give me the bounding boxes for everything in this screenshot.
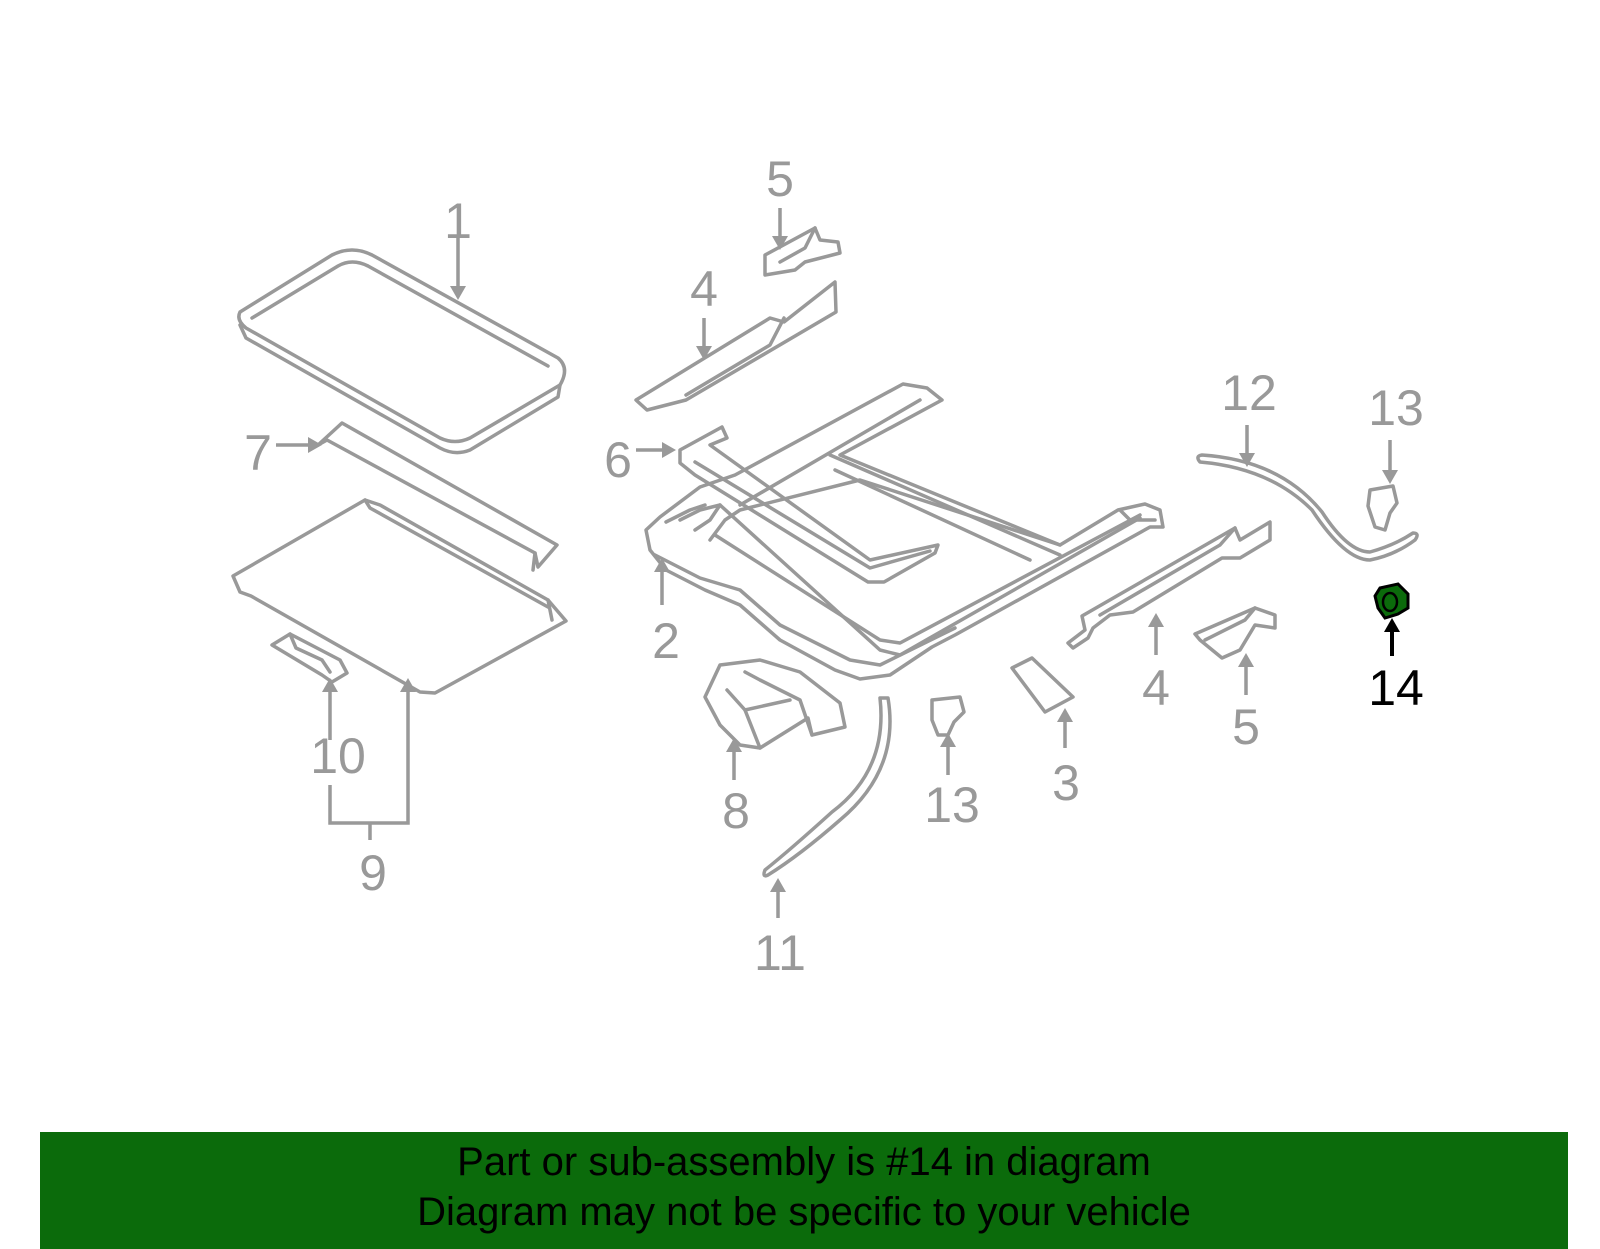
part-bracket-upper[interactable] xyxy=(763,226,842,277)
svg-text:13: 13 xyxy=(924,777,980,833)
part-clip-right[interactable] xyxy=(1366,484,1399,532)
callout-2: 2 xyxy=(652,558,680,669)
callout-8: 8 xyxy=(722,738,750,839)
svg-text:1: 1 xyxy=(444,193,472,249)
info-banner: Part or sub-assembly is #14 in diagram D… xyxy=(40,1132,1568,1249)
svg-text:9: 9 xyxy=(359,845,387,901)
callout-5-upper: 5 xyxy=(766,151,794,250)
svg-text:7: 7 xyxy=(244,425,272,481)
part-sunshade[interactable] xyxy=(231,498,568,695)
callout-6: 6 xyxy=(604,432,676,488)
svg-text:13: 13 xyxy=(1368,380,1424,436)
svg-text:12: 12 xyxy=(1221,365,1277,421)
svg-text:6: 6 xyxy=(604,432,632,488)
callout-4-lower: 4 xyxy=(1142,613,1170,716)
callout-10: 10 xyxy=(310,678,366,784)
part-sunroof-frame[interactable] xyxy=(644,382,1165,681)
svg-text:5: 5 xyxy=(1232,699,1260,755)
part-clip-center[interactable] xyxy=(930,695,966,737)
svg-text:5: 5 xyxy=(766,151,794,207)
callout-11: 11 xyxy=(754,878,806,981)
part-bracket-lower[interactable] xyxy=(1193,606,1277,660)
svg-text:4: 4 xyxy=(690,261,718,317)
callout-5-lower: 5 xyxy=(1232,653,1260,755)
callout-1: 1 xyxy=(444,193,472,300)
svg-text:2: 2 xyxy=(652,613,680,669)
part-grommet-highlighted[interactable] xyxy=(1373,582,1410,620)
callout-4-upper: 4 xyxy=(690,261,718,360)
callout-14-highlighted: 14 xyxy=(1368,618,1424,716)
banner-line-part-number: Part or sub-assembly is #14 in diagram xyxy=(457,1140,1151,1184)
callout-13-center: 13 xyxy=(924,733,980,833)
callout-7: 7 xyxy=(244,425,322,481)
svg-text:11: 11 xyxy=(754,925,806,981)
part-sunshade-handle[interactable] xyxy=(270,632,349,684)
svg-text:10: 10 xyxy=(310,728,366,784)
svg-text:8: 8 xyxy=(722,783,750,839)
svg-text:3: 3 xyxy=(1052,755,1080,811)
part-guide-rail-upper[interactable] xyxy=(634,280,838,412)
banner-line-disclaimer: Diagram may not be specific to your vehi… xyxy=(417,1190,1191,1234)
callout-9: 9 xyxy=(328,678,416,901)
part-motor[interactable] xyxy=(703,658,847,750)
callout-13-right: 13 xyxy=(1368,380,1424,484)
svg-text:4: 4 xyxy=(1142,660,1170,716)
svg-text:14: 14 xyxy=(1368,660,1424,716)
callout-12: 12 xyxy=(1221,365,1277,467)
part-guide-rail-lower[interactable] xyxy=(1066,520,1272,650)
part-drain-hose-rear[interactable] xyxy=(1196,453,1419,562)
part-corner-piece[interactable] xyxy=(1010,656,1075,714)
callout-3: 3 xyxy=(1052,708,1080,811)
part-drain-hose-front[interactable] xyxy=(762,696,892,878)
part-deflector-strip[interactable] xyxy=(316,421,559,572)
sunroof-parts-diagram: 1 7 10 9 4 5 6 2 8 xyxy=(231,151,1424,981)
part-glass-panel[interactable] xyxy=(237,248,567,455)
